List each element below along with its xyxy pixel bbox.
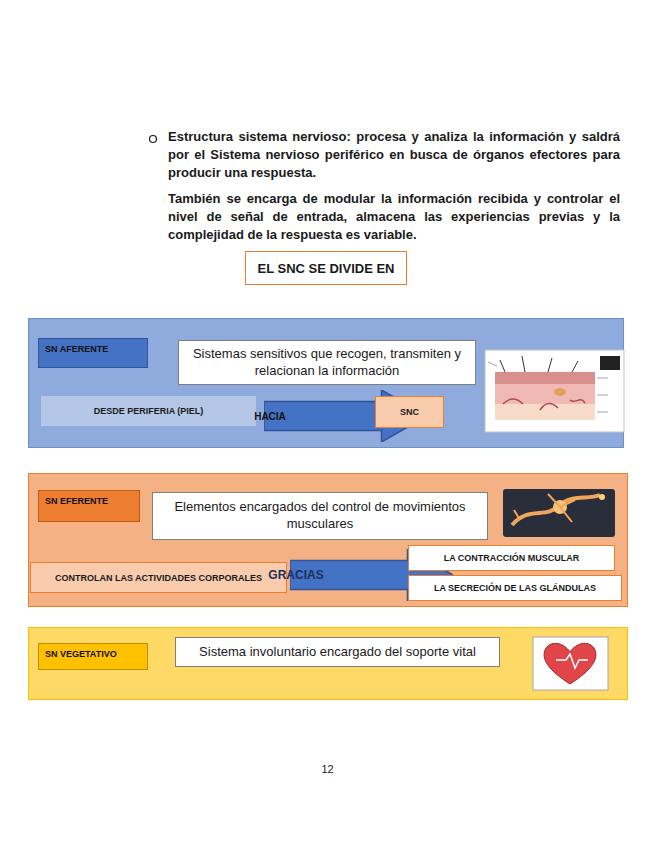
heart-illustration (533, 637, 608, 690)
paragraph: Estructura sistema nervioso: procesa y a… (168, 128, 620, 183)
text-box: LA SECRECIÓN DE LAS GLÁNDULAS (408, 575, 622, 601)
node-text: SN AFERENTE (45, 344, 108, 354)
neuron-illustration (503, 489, 615, 537)
text-box: Elementos encargados del control de movi… (152, 492, 488, 540)
node-text: LA CONTRACCIÓN MUSCULAR (444, 553, 580, 563)
node-text: SN VEGETATIVO (45, 649, 117, 659)
node-text: Sistema involuntario encargado del sopor… (199, 644, 476, 661)
text-box: SNC (375, 396, 444, 428)
text-box: LA CONTRACCIÓN MUSCULAR (408, 545, 615, 571)
skin-illustration (485, 350, 624, 432)
node-text: DESDE PERIFERIA (PIEL) (94, 406, 204, 416)
node-text: HACIA (254, 411, 286, 422)
text-box: EL SNC SE DIVIDE EN (245, 251, 407, 285)
text-box: Sistema involuntario encargado del sopor… (175, 637, 500, 667)
node-text: CONTROLAN LAS ACTIVIDADES CORPORALES (55, 573, 262, 583)
node-text: LA SECRECIÓN DE LAS GLÁNDULAS (434, 583, 596, 593)
text-box: DESDE PERIFERIA (PIEL) (40, 395, 257, 427)
paragraph: También se encarga de modular la informa… (168, 190, 620, 245)
text-box: CONTROLAN LAS ACTIVIDADES CORPORALES (30, 562, 287, 593)
node-text: Elementos encargados del control de movi… (159, 499, 481, 533)
text-box: SN VEGETATIVO (38, 643, 148, 670)
node-text: GRACIAS (268, 568, 323, 582)
bullet (150, 136, 157, 143)
text-box: SN EFERENTE (38, 490, 140, 522)
page-number: 12 (0, 763, 655, 775)
text-box: Sistemas sensitivos que recogen, transmi… (178, 340, 476, 385)
node-text: SN EFERENTE (45, 496, 108, 506)
node-text: SNC (400, 407, 419, 417)
text-box: SN AFERENTE (38, 338, 148, 368)
node-text: EL SNC SE DIVIDE EN (257, 261, 394, 276)
node-text: Sistemas sensitivos que recogen, transmi… (185, 346, 469, 380)
